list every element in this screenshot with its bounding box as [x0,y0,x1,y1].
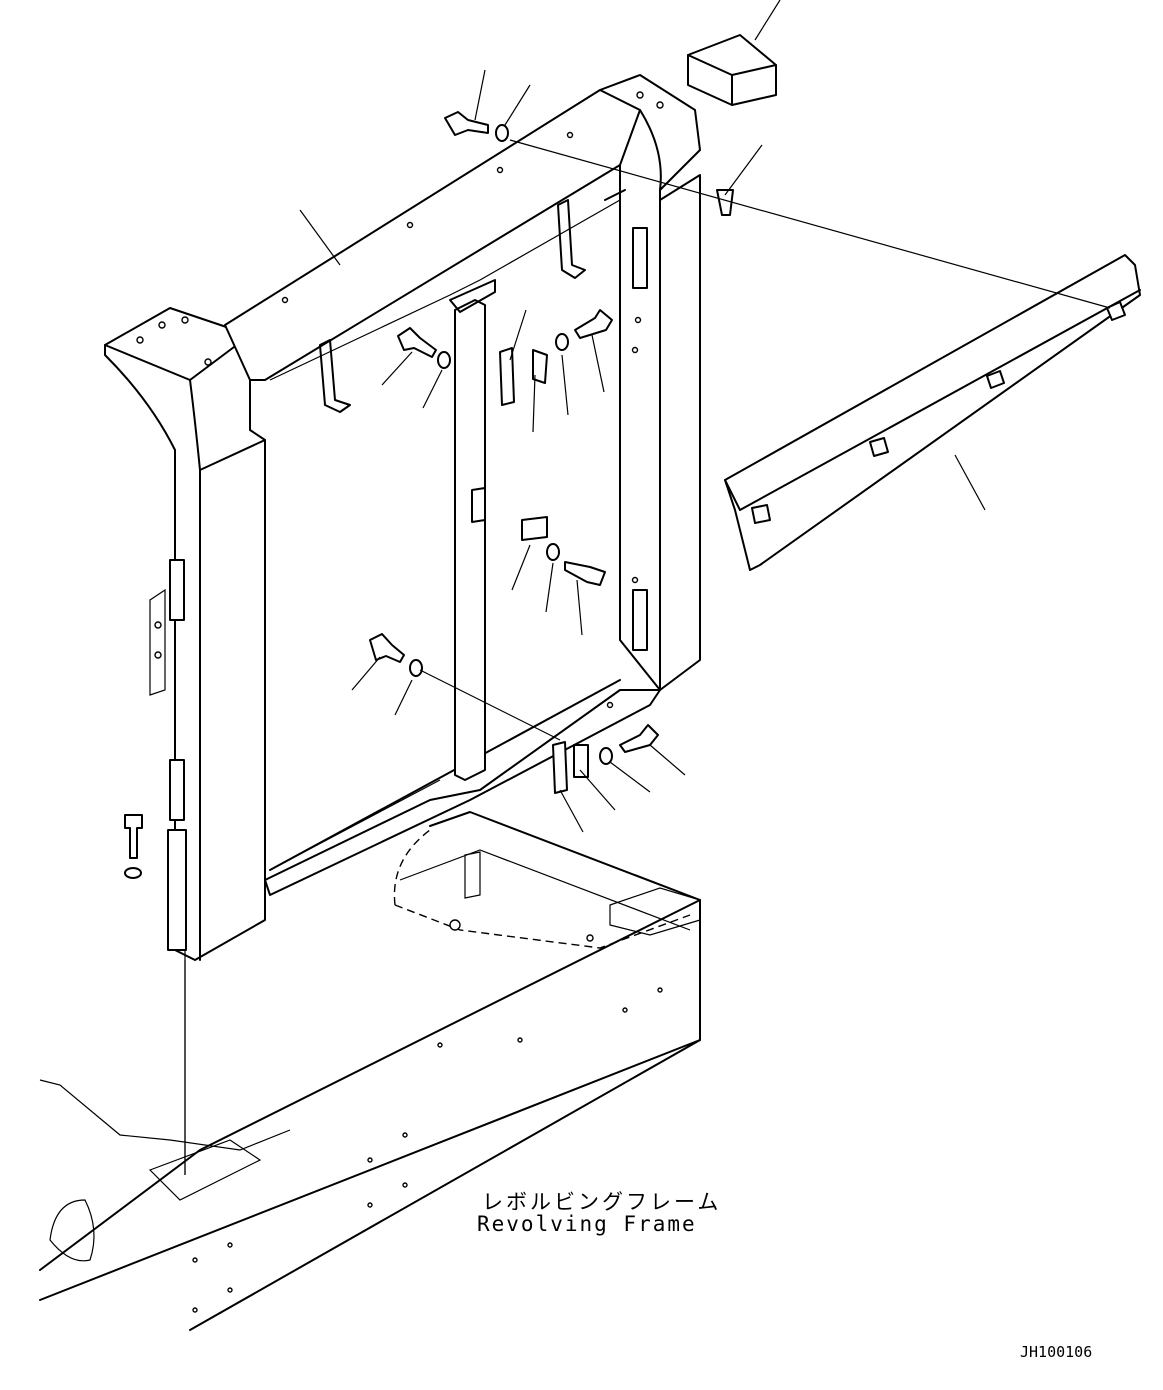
revolving-frame-label-en: Revolving Frame [477,1212,697,1236]
revolving-frame [39,811,701,1331]
revolving-frame-label-jp: レボルビングフレーム [482,1190,722,1214]
radiator-frame [104,74,701,961]
fasteners [124,34,777,879]
cover-panel [724,254,1141,571]
drawing-code: JH100106 [1020,1343,1093,1361]
leader-lines [184,0,1111,1175]
